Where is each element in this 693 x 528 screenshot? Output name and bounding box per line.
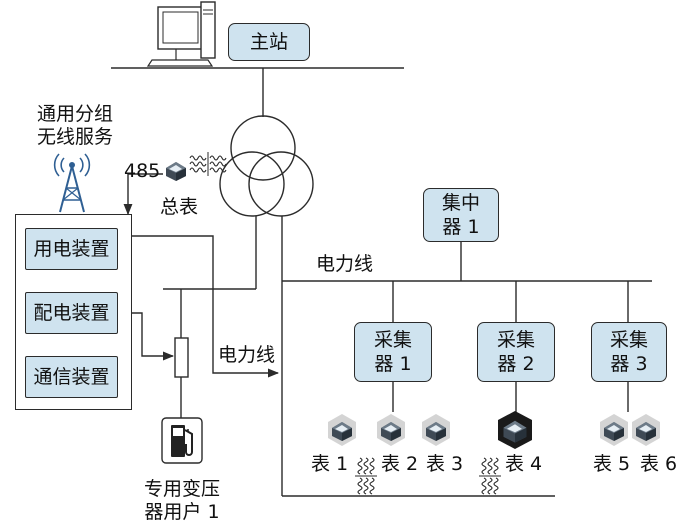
collector-2-box: 采集 器 2 <box>477 322 555 382</box>
power-line-label-top: 电力线 <box>316 253 374 275</box>
collector-1-label-line1: 采集 <box>373 329 412 351</box>
meter-label-2: 表 2 <box>381 453 419 475</box>
distribution-device-label: 配电装置 <box>33 302 110 324</box>
gprs-label: 通用分组 无线服务 <box>25 103 125 149</box>
collector-2-label-line2: 器 2 <box>497 353 535 375</box>
meter-badge-1 <box>328 414 356 446</box>
distribution-device-box: 配电装置 <box>25 292 118 334</box>
transformer-icon <box>219 115 314 217</box>
concentrator-1-box: 集中 器 1 <box>423 188 499 242</box>
power-line-label-mid: 电力线 <box>218 344 276 366</box>
consumption-device-box: 用电装置 <box>25 228 118 270</box>
collector-1-box: 采集 器 1 <box>354 322 432 382</box>
meter-label-3: 表 3 <box>426 453 464 475</box>
concentrator-label-line1: 集中 <box>441 192 480 214</box>
gprs-label-line2: 无线服务 <box>36 126 113 148</box>
meter-badge-6 <box>632 414 660 446</box>
transformer-user-label: 专用变压 器用户 1 <box>132 478 232 524</box>
fuel-pump-icon <box>161 417 203 464</box>
total-meter-label: 总表 <box>160 196 199 218</box>
meter-label-1: 表 1 <box>311 453 349 475</box>
communication-device-label: 通信装置 <box>33 366 110 388</box>
computer-icon <box>146 1 216 67</box>
meter-badge-5 <box>600 414 628 446</box>
collector-3-label-line1: 采集 <box>609 329 648 351</box>
collector-2-label-line1: 采集 <box>496 329 535 351</box>
main-station-box: 主站 <box>228 23 310 61</box>
meter-icon <box>166 162 186 181</box>
meter-label-4: 表 4 <box>505 453 543 475</box>
transformer-user-label-line1: 专用变压 <box>143 478 220 500</box>
consumption-device-label: 用电装置 <box>33 238 110 260</box>
meter-label-5: 表 5 <box>593 453 631 475</box>
transformer-user-label-line2: 器用户 1 <box>144 501 220 523</box>
meter-badge-3 <box>422 414 450 446</box>
concentrator-label-line2: 器 1 <box>442 216 480 238</box>
meter-badge-4 <box>498 411 532 449</box>
meter-label-6: 表 6 <box>640 453 678 475</box>
collector-1-label-line2: 器 1 <box>374 353 412 375</box>
meter-badge-2 <box>377 414 405 446</box>
communication-device-box: 通信装置 <box>25 356 118 398</box>
collector-3-label-line2: 器 3 <box>610 353 648 375</box>
gprs-label-line1: 通用分组 <box>36 103 113 125</box>
main-station-label: 主站 <box>249 31 288 53</box>
rs485-label: 485 <box>124 160 161 182</box>
collector-3-box: 采集 器 3 <box>591 322 667 382</box>
antenna-tower-icon <box>53 153 91 213</box>
